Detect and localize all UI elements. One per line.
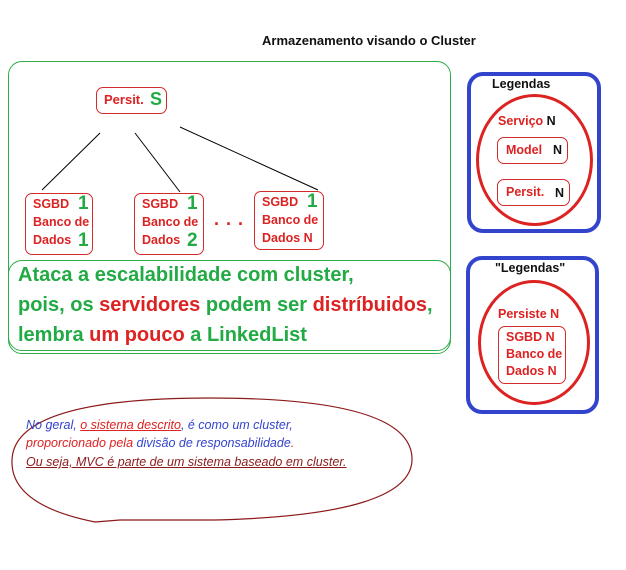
root-node-multiplicity: S [150, 89, 163, 109]
speech-divisao: divisão de responsabilidade [136, 436, 291, 450]
main-text-comma: , [427, 294, 433, 316]
legend-1-persit-label: Persit. [506, 185, 545, 199]
db-node-n: SGBD Banco de Dados N 1 [254, 191, 324, 250]
speech-line-2: proporcionado pela divisão de responsabi… [26, 436, 294, 450]
legend-1-ellipse [476, 94, 593, 226]
main-text-lembra: lembra [18, 324, 90, 346]
db-node-2-line1: SGBD [142, 197, 179, 211]
legend-2-line3: Dados N [506, 364, 557, 378]
legend-1-persit-n: N [555, 186, 565, 200]
legend-1-servico: Serviço N [498, 114, 556, 128]
legend-1-title: Legendas [492, 77, 551, 91]
speech-line-3: Ou seja, MVC é parte de um sistema basea… [26, 455, 347, 469]
main-text-line2: pois, os servidores podem ser distríbuid… [18, 294, 433, 317]
db-node-1-num-bottom: 1 [78, 230, 89, 251]
db-node-n-num-top: 1 [307, 191, 318, 212]
legend-1-model-n: N [553, 143, 563, 157]
main-text-linkedlist: a LinkedList [184, 324, 307, 346]
description-box [8, 260, 451, 354]
root-node-persit: Persit. S [96, 87, 167, 114]
legend-1-persit-node: Persit. N [497, 179, 570, 206]
db-node-1: SGBD Banco de Dados 1 1 [25, 193, 93, 255]
cluster-frame [8, 61, 451, 351]
legend-1-model-label: Model [506, 143, 543, 157]
speech-sistema-descrito: o sistema descrito [80, 418, 181, 432]
db-node-1-num-top: 1 [78, 193, 89, 214]
db-node-n-line2: Banco de [262, 213, 319, 227]
speech-period: . [290, 436, 295, 450]
speech-como-cluster: , é como um cluster, [180, 418, 293, 432]
main-text-line3: lembra um pouco a LinkedList [18, 324, 307, 347]
main-text-pois: pois, os [18, 294, 100, 316]
db-node-n-line3: Dados N [262, 231, 313, 245]
db-node-1-line1: SGBD [33, 197, 70, 211]
legend-2-title: "Legendas" [495, 261, 566, 275]
db-node-1-line3: Dados [33, 233, 72, 247]
legend-1-servico-label: Serviço [498, 114, 544, 128]
db-node-2-line2: Banco de [142, 215, 199, 229]
db-node-n-line1: SGBD [262, 195, 299, 209]
main-text-distribuidos: distríbuidos [312, 294, 428, 316]
legend-box-2 [466, 256, 599, 414]
speech-no-geral: No geral, [26, 418, 81, 432]
speech-proporcionado: proporcionado pela [26, 436, 137, 450]
main-text-servidores: servidores [99, 294, 201, 316]
legend-1-servico-n: N [546, 114, 556, 128]
db-node-1-line2: Banco de [33, 215, 90, 229]
legend-2-persiste: Persiste N [498, 307, 560, 321]
db-node-2-num-top: 1 [187, 193, 198, 214]
ellipsis: . . . [214, 209, 245, 229]
page-title: Armazenamento visando o Cluster [262, 33, 476, 48]
legend-2-db-node: SGBD N Banco de Dados N [498, 326, 566, 384]
db-node-2: SGBD Banco de Dados 1 2 [134, 193, 204, 255]
legend-box-1 [467, 72, 601, 233]
db-node-2-num-bottom: 2 [187, 230, 198, 251]
main-text-um-pouco: um pouco [89, 324, 185, 346]
db-node-2-line3: Dados [142, 233, 181, 247]
legend-2-line1: SGBD N [506, 330, 555, 344]
main-text-line1: Ataca a escalabilidade com cluster, [18, 264, 354, 286]
legend-2-line2: Banco de [506, 347, 563, 361]
speech-line-1: No geral, o sistema descrito, é como um … [26, 418, 293, 432]
root-node-label: Persit. [104, 92, 144, 107]
legend-2-ellipse [478, 280, 590, 405]
main-text-podem-ser: podem ser [200, 294, 313, 316]
legend-1-model-node: Model N [497, 137, 568, 164]
